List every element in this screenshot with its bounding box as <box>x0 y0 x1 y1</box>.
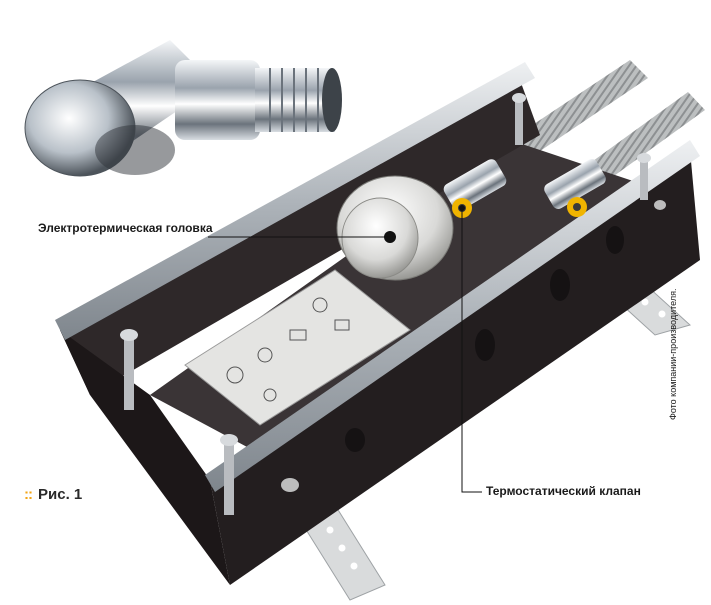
figure-caption: ::Рис. 1 <box>24 486 82 503</box>
caption-text: Рис. 1 <box>38 486 83 503</box>
electrothermal-head-label: Электротермическая головка <box>38 221 213 235</box>
caption-marker: :: <box>24 486 33 503</box>
callout-lines <box>208 208 482 493</box>
thermostatic-valves <box>443 159 606 218</box>
thermostatic-valve-label: Термостатический клапан <box>486 484 641 498</box>
top-rails <box>55 62 700 492</box>
instruction-sticker <box>184 269 411 426</box>
electrothermal-head <box>336 175 454 281</box>
angle-valve-photo <box>24 40 342 177</box>
photo-credit: Фото компании-производителя. <box>668 288 678 420</box>
mounting-bolts <box>120 93 651 515</box>
